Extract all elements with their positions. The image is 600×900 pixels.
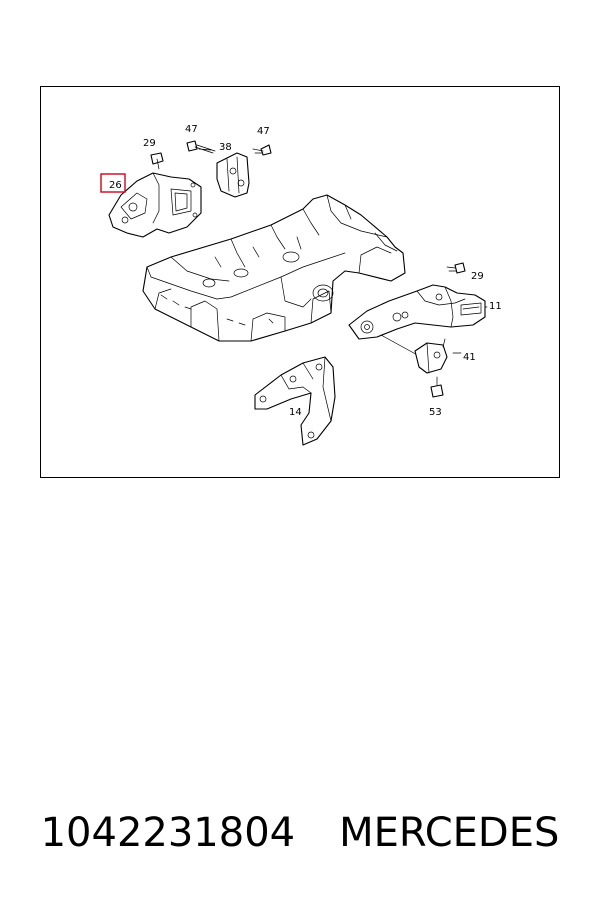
diagram-frame: 26 29 47 38 47 xyxy=(40,86,560,478)
part-47-bolt-right[interactable] xyxy=(252,144,272,156)
main-oil-pan[interactable] xyxy=(142,194,406,342)
callout-47-right[interactable]: 47 xyxy=(257,126,270,137)
part-38-bracket[interactable] xyxy=(216,152,250,198)
callout-47-left[interactable]: 47 xyxy=(185,124,198,135)
part-41-small-bracket[interactable] xyxy=(414,338,462,374)
callout-26[interactable]: 26 xyxy=(109,180,122,191)
callout-41[interactable]: 41 xyxy=(463,352,476,363)
part-29-bolt-right[interactable] xyxy=(446,262,466,274)
callout-11[interactable]: 11 xyxy=(489,301,502,312)
callout-14[interactable]: 14 xyxy=(289,407,302,418)
part-26-highlight-box xyxy=(100,173,126,193)
callout-29-upper[interactable]: 29 xyxy=(143,138,156,149)
part-53-bolt[interactable] xyxy=(430,376,444,398)
part-47-bolt-left[interactable] xyxy=(186,140,216,154)
part-14-lower-mount[interactable] xyxy=(254,356,336,446)
brand-name: MERCEDES xyxy=(339,810,560,856)
footer-caption: 1042231804 MERCEDES xyxy=(0,798,600,868)
part-number: 1042231804 xyxy=(40,810,296,856)
callout-38[interactable]: 38 xyxy=(219,142,232,153)
callout-29-right[interactable]: 29 xyxy=(471,271,484,282)
part-11-mount-bracket[interactable] xyxy=(348,284,486,358)
part-29-bolt-upper[interactable] xyxy=(150,152,164,170)
part-26-bracket[interactable] xyxy=(108,172,202,238)
exploded-parts-diagram: 26 29 47 38 47 xyxy=(100,124,502,446)
callout-53[interactable]: 53 xyxy=(429,407,442,418)
